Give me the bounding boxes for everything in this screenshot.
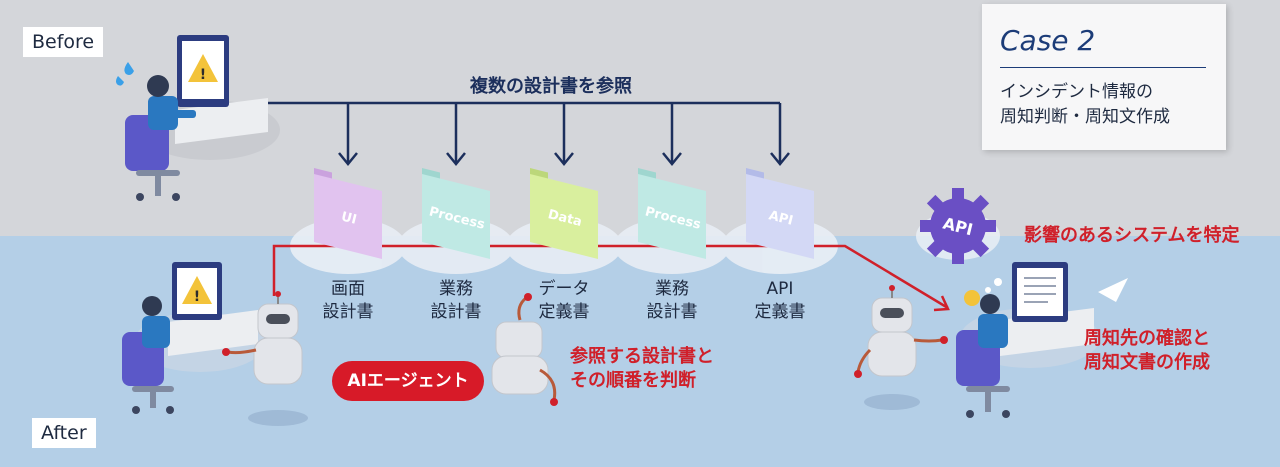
- after-worker-illustration: !: [122, 262, 266, 414]
- svg-text:!: !: [200, 67, 206, 83]
- before-worker-illustration: !: [116, 35, 280, 201]
- reference-arrows: [268, 101, 790, 166]
- doc-label-data: データ 定義書: [538, 279, 590, 322]
- doc-folder-ui: [314, 174, 382, 259]
- doc-folder-api: [746, 174, 814, 259]
- doc-label-api: API 定義書: [754, 279, 806, 322]
- after-tag: After: [32, 418, 96, 448]
- judge-order-text: 参照する設計書と その順番を判断: [570, 346, 714, 391]
- doc-tab-api: API: [767, 208, 794, 228]
- robot-agent-2: [491, 293, 558, 406]
- doc-label-business-2: 業務 設計書: [646, 279, 698, 322]
- warning-icon-after: [182, 276, 212, 304]
- ai-agent-badge: AIエージェント: [332, 361, 484, 401]
- identify-system-text: 影響のあるシステムを特定: [1024, 225, 1240, 246]
- robot-agent-1: [222, 291, 308, 426]
- case-info-box: Case 2 インシデント情報の 周知判断・周知文作成: [982, 4, 1226, 150]
- doc-folder-process-2: [638, 174, 706, 259]
- notify-worker-illustration: [956, 262, 1128, 418]
- notify-text: 周知先の確認と 周知文書の作成: [1084, 328, 1210, 373]
- lightbulb-icon: [964, 290, 980, 306]
- document-folders: [314, 168, 814, 259]
- doc-label-screen: 画面 設計書: [322, 279, 374, 322]
- multiple-docs-heading: 複数の設計書を参照: [470, 76, 632, 97]
- robot-agent-3: [854, 285, 948, 410]
- case-description: インシデント情報の 周知判断・周知文作成: [1000, 82, 1170, 127]
- doc-folder-process-1: [422, 174, 490, 259]
- doc-folder-data: [530, 174, 598, 259]
- sweat-drop-icon: [124, 62, 134, 75]
- gear-icon: [930, 198, 986, 254]
- svg-text:!: !: [194, 289, 200, 305]
- case-title: Case 2: [1000, 24, 1096, 57]
- before-tag: Before: [23, 27, 104, 57]
- case-divider: [1000, 67, 1206, 68]
- doc-label-business-1: 業務 設計書: [430, 279, 482, 322]
- doc-tab-ui: UI: [340, 209, 359, 227]
- api-gear-illustration: API: [916, 188, 1000, 264]
- warning-icon: [188, 54, 218, 82]
- paper-plane-icon: [1098, 278, 1128, 302]
